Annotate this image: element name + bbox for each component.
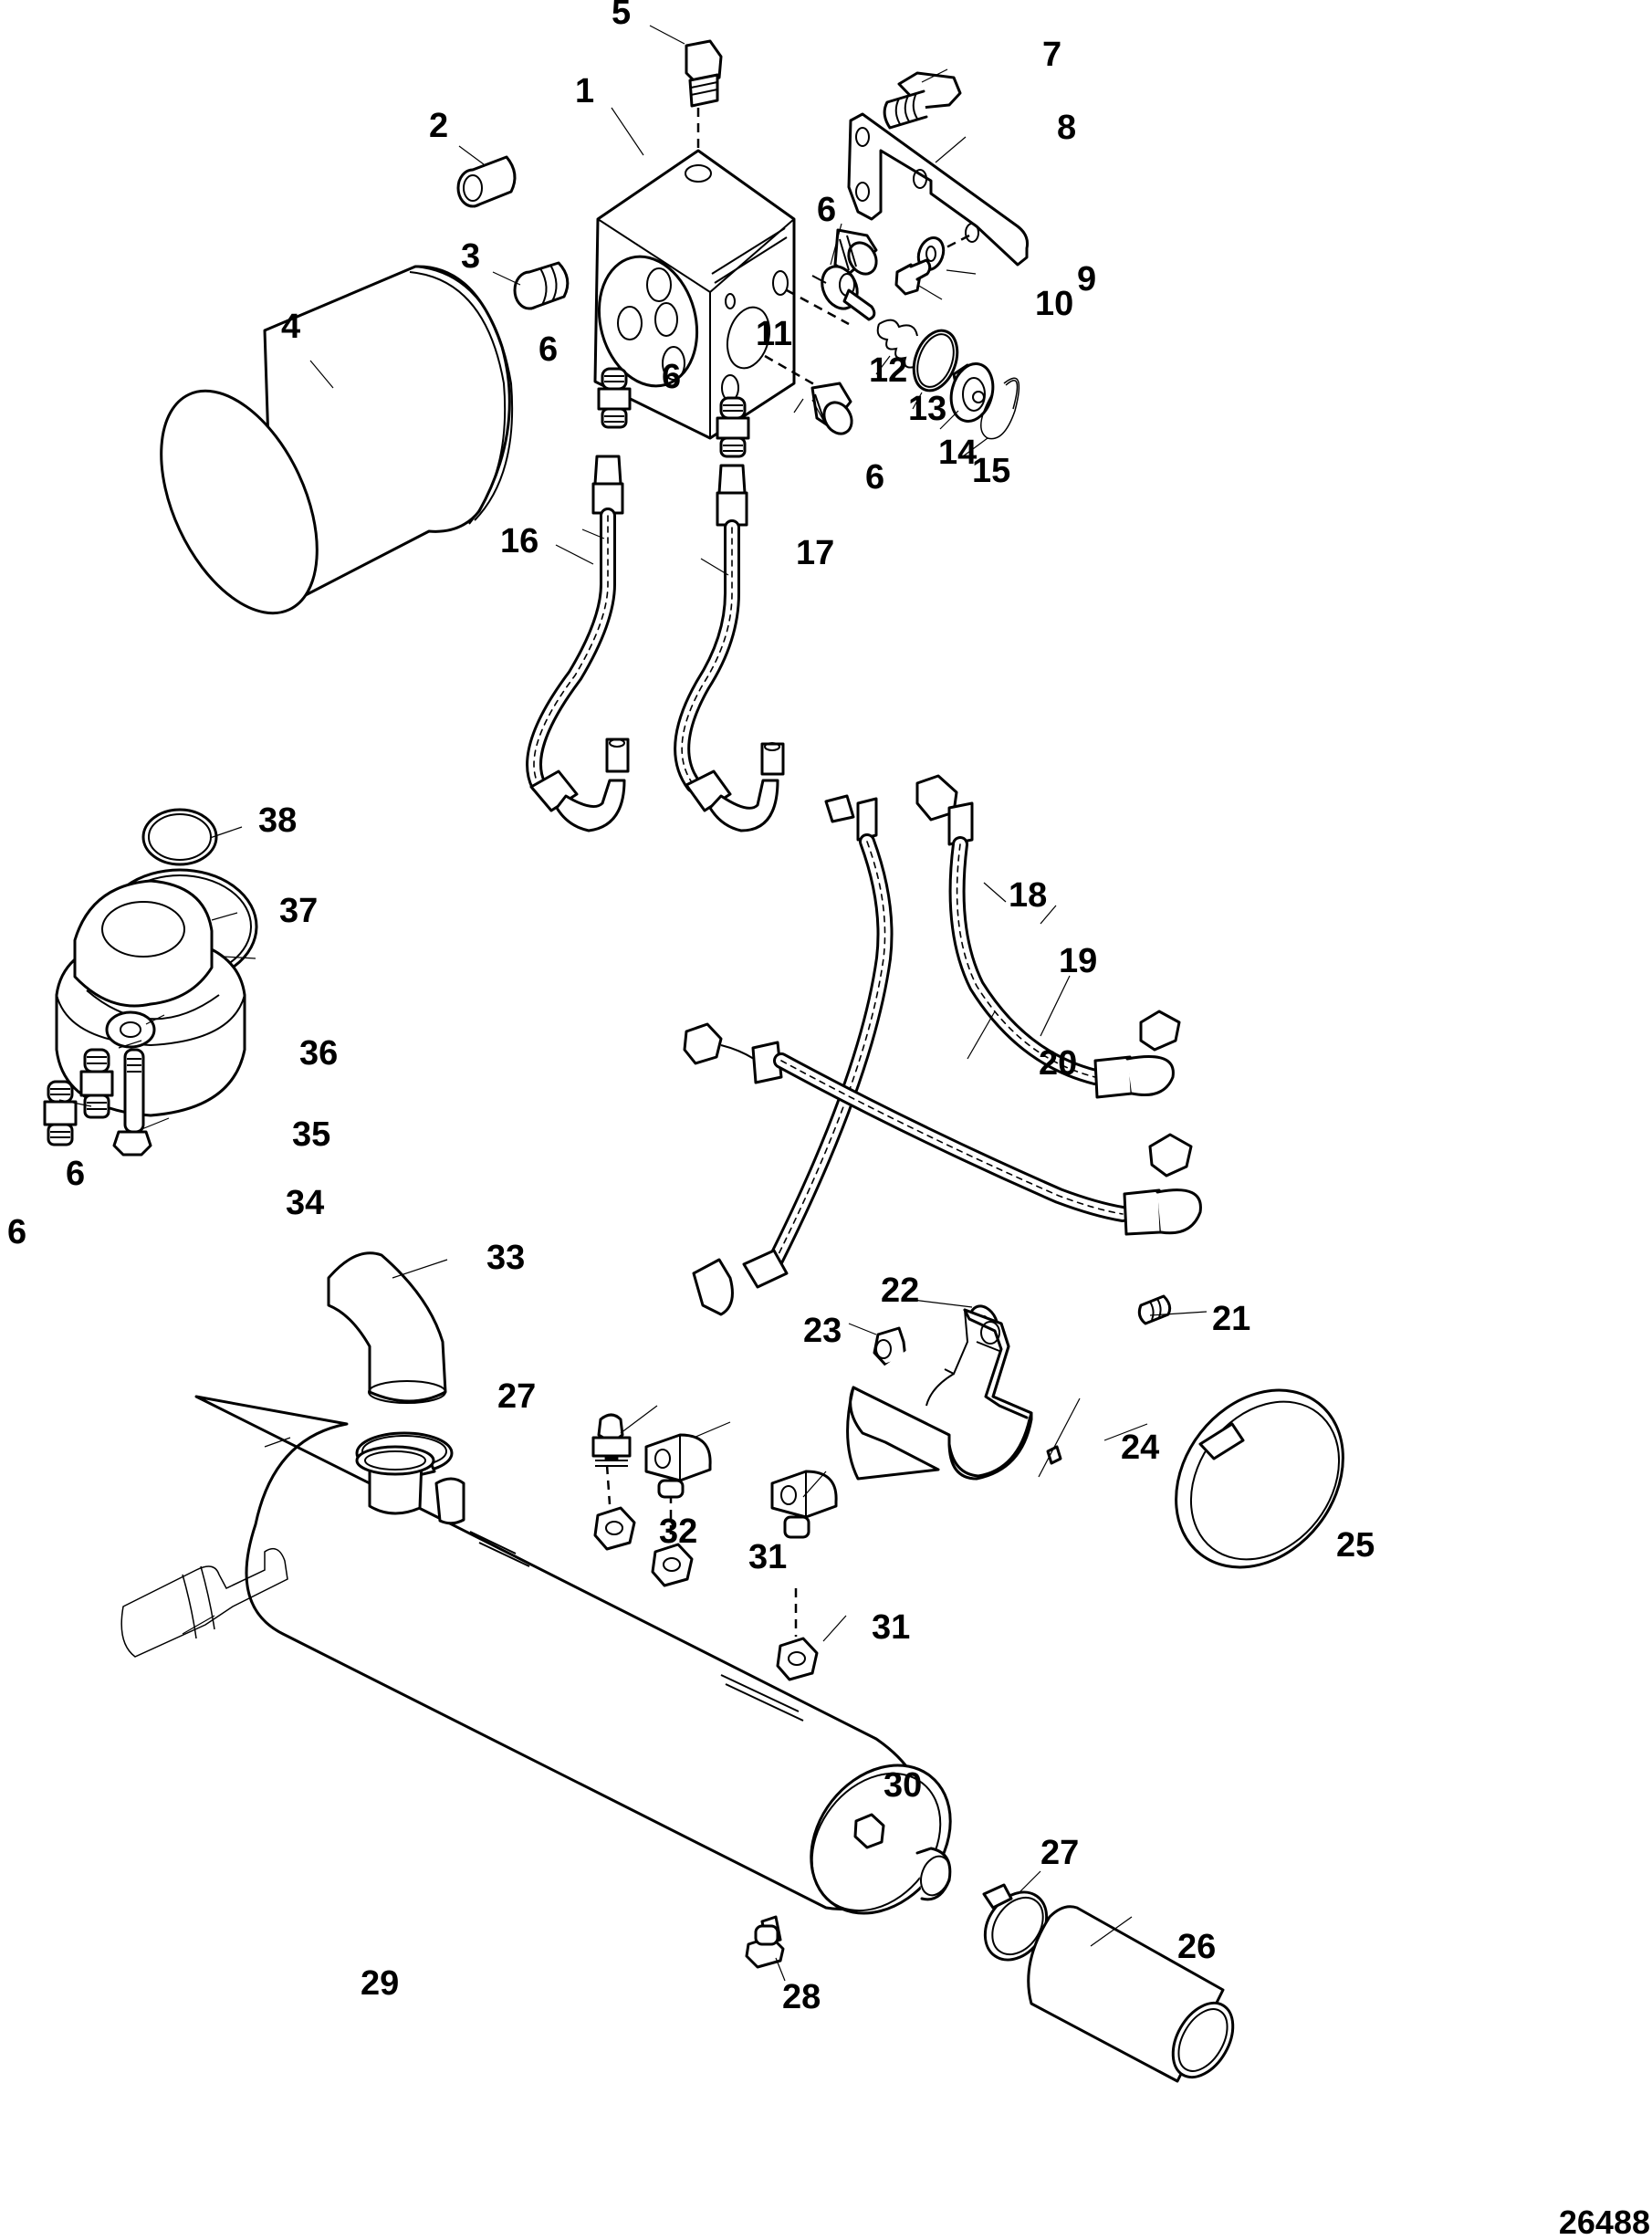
callout-22: 22: [881, 1272, 919, 1310]
callout-labels: 5 1 2 3 4 7 8 9 10 6 11 12 13 14 15 6 6 …: [7, 0, 1375, 2016]
part-6-fitting-d[interactable]: [716, 396, 750, 458]
callout-3: 3: [461, 237, 480, 276]
part-15-retaining-ring[interactable]: [980, 377, 1020, 440]
callout-17: 17: [796, 534, 834, 572]
callout-33: 33: [486, 1239, 525, 1277]
part-30-oil-cooler[interactable]: [194, 1395, 979, 1946]
callout-14: 14: [938, 434, 977, 472]
part-35-washer[interactable]: [105, 1010, 156, 1049]
part-3-plug[interactable]: [513, 261, 570, 310]
callout-10: 10: [1035, 285, 1073, 323]
callout-27: 27: [497, 1377, 536, 1416]
callout-15: 15: [972, 452, 1010, 490]
part-6-fitting-f[interactable]: [43, 1080, 78, 1146]
part-32-hose-barb-fitting[interactable]: [591, 1413, 632, 1467]
part-6-fitting-b[interactable]: [810, 382, 857, 439]
callout-29: 29: [361, 1964, 399, 2003]
callout-31: 31: [748, 1538, 787, 1576]
part-6-fitting-c[interactable]: [597, 367, 632, 429]
callout-13: 13: [908, 390, 946, 428]
callout-6: 6: [7, 1213, 26, 1251]
part-11-valve[interactable]: [811, 261, 876, 321]
part-34-bolt[interactable]: [112, 1048, 152, 1157]
part-2-bushing[interactable]: [456, 155, 517, 208]
part-6-fitting-e[interactable]: [79, 1048, 114, 1119]
callout-26: 26: [1177, 1928, 1216, 1966]
callout-21: 21: [1212, 1300, 1250, 1338]
callout-38: 38: [258, 801, 297, 840]
part-5-plug[interactable]: [685, 39, 723, 108]
callout-36: 36: [299, 1034, 338, 1073]
callout-1: 1: [575, 72, 594, 110]
part-31-elbow-fitting-b[interactable]: [770, 1470, 838, 1539]
part-4-oil-filter[interactable]: [130, 265, 514, 637]
part-6-fitting-a[interactable]: [833, 228, 882, 279]
leader-lines: [58, 25, 1208, 1982]
part-18-hose[interactable]: [692, 794, 894, 1316]
part-38-o-ring-small[interactable]: [141, 808, 218, 866]
callout-4: 4: [281, 308, 300, 346]
callout-35: 35: [292, 1115, 330, 1154]
part-29-hose-fitting[interactable]: [120, 1547, 288, 1658]
callout-6: 6: [817, 191, 836, 229]
callout-27: 27: [1040, 1834, 1079, 1872]
callout-24: 24: [1121, 1429, 1159, 1467]
callout-37: 37: [279, 892, 318, 930]
part-16-hose[interactable]: [526, 455, 630, 832]
dash-1-to-6: [786, 288, 850, 326]
part-31-elbow-fitting-a[interactable]: [644, 1433, 712, 1499]
part-14-thermostat[interactable]: [945, 359, 999, 425]
callout-20: 20: [1039, 1044, 1077, 1083]
part-7-screw[interactable]: [883, 71, 962, 130]
callout-32: 32: [659, 1513, 697, 1551]
callout-2: 2: [429, 107, 448, 145]
callout-12: 12: [869, 351, 907, 390]
callout-19: 19: [1059, 942, 1097, 980]
callout-16: 16: [500, 522, 538, 560]
callout-28: 28: [782, 1978, 821, 2016]
callout-31: 31: [872, 1608, 910, 1647]
callout-5: 5: [612, 0, 631, 32]
part-10-screw[interactable]: [894, 258, 932, 296]
drawing-number: 26488: [1559, 2203, 1650, 2240]
part-20-hose[interactable]: [683, 1022, 1202, 1236]
callout-25: 25: [1336, 1526, 1375, 1565]
callout-34: 34: [286, 1184, 324, 1222]
callout-11: 11: [756, 315, 792, 353]
callout-18: 18: [1009, 876, 1047, 915]
part-19-hose[interactable]: [915, 774, 1181, 1099]
part-26-hose-short[interactable]: [1027, 1905, 1246, 2088]
part-24-cooler-bracket[interactable]: [846, 1308, 1033, 1481]
callout-6: 6: [66, 1155, 85, 1193]
dash-8-to-9: [944, 234, 970, 250]
part-28-drain-plug[interactable]: [745, 1924, 785, 1969]
callout-30: 30: [884, 1766, 922, 1805]
part-33-elbow-hose[interactable]: [327, 1251, 447, 1404]
callout-6: 6: [538, 330, 558, 369]
callout-6: 6: [662, 358, 681, 396]
part-1-adapter-block[interactable]: [585, 149, 796, 440]
callout-6: 6: [865, 458, 884, 497]
part-25-hose-clamp-large[interactable]: [1046, 1357, 1377, 1600]
part-17-hose[interactable]: [674, 464, 785, 832]
callout-23: 23: [803, 1312, 842, 1350]
callout-7: 7: [1042, 36, 1061, 74]
callout-8: 8: [1057, 109, 1076, 147]
callout-9: 9: [1077, 260, 1096, 298]
part-8-bracket[interactable]: [847, 112, 1029, 267]
part-21-stud[interactable]: [1137, 1294, 1172, 1325]
dash-32-to-30: [605, 1464, 612, 1505]
part-13-o-ring[interactable]: [906, 325, 966, 397]
